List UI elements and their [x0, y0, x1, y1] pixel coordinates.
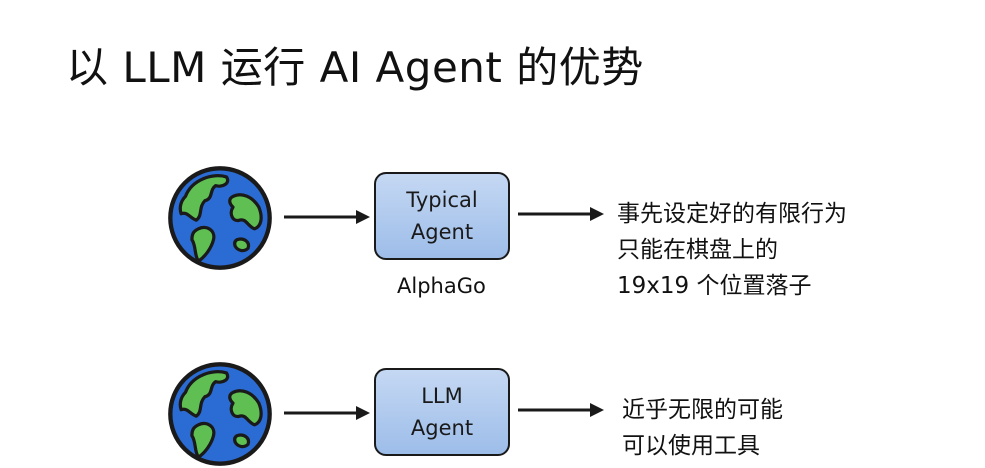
agent-description: 事先设定好的有限行为 只能在棋盘上的 19x19 个位置落子 — [617, 196, 847, 304]
agent-label-line: Agent — [410, 416, 474, 440]
description-line: 事先设定好的有限行为 — [617, 201, 847, 227]
description-line: 19x19 个位置落子 — [617, 273, 812, 299]
agent-label-line: LLM — [421, 384, 463, 408]
agent-description: 近乎无限的可能 可以使用工具 — [622, 392, 783, 464]
llm-agent-box: LLM Agent — [374, 368, 510, 456]
agent-caption: AlphaGo — [397, 274, 486, 298]
typical-agent-box: Typical Agent — [374, 172, 510, 260]
earth-globe-icon — [168, 166, 272, 270]
arrow-right-icon — [518, 403, 604, 417]
agent-label-line: Typical — [406, 188, 478, 212]
earth-globe-icon — [168, 362, 272, 466]
slide-title: 以 LLM 运行 AI Agent 的优势 — [66, 43, 644, 92]
arrow-right-icon — [518, 207, 604, 221]
description-line: 可以使用工具 — [622, 433, 760, 459]
description-line: 只能在棋盘上的 — [617, 237, 778, 263]
arrow-right-icon — [284, 210, 370, 224]
description-line: 近乎无限的可能 — [622, 397, 783, 423]
arrow-right-icon — [284, 406, 370, 420]
agent-label-line: Agent — [410, 220, 474, 244]
